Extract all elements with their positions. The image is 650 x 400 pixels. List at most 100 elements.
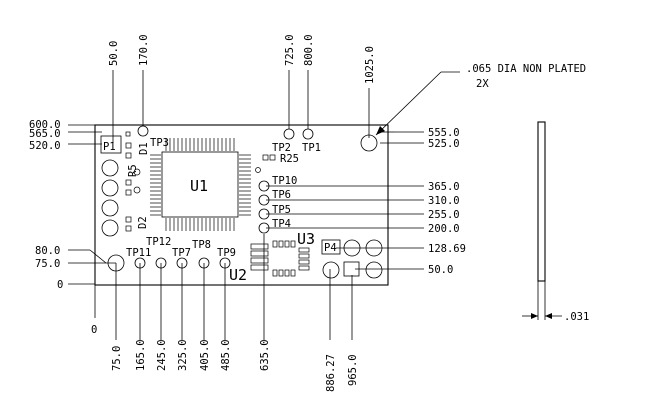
dim-bottom-165: 165.0 [135,339,147,371]
p1-pad [101,219,119,237]
u1-body [161,151,239,218]
dim-right-50: 50.0 [428,264,453,276]
tp2-label: TP2 [272,142,291,154]
tp8-label: TP8 [192,239,211,251]
r5-label: R5 [127,164,139,177]
p4-pad [365,239,383,257]
tp5-label: TP5 [272,204,291,216]
dim-right-310: 310.0 [428,195,460,207]
tp6-pad [258,194,270,206]
tp10-label: TP10 [272,175,297,187]
smd-pad [125,179,132,186]
dim-bottom-485: 485.0 [220,339,232,371]
via [133,168,141,176]
p1-pad [101,199,119,217]
dim-top-1025: 1025.0 [364,46,376,84]
tp11-pad [134,257,146,269]
smd-pad [125,189,132,196]
dim-right-128-69: 128.69 [428,243,466,255]
tp5-pad [258,208,270,220]
dim-bottom-405: 405.0 [199,339,211,371]
p4-pad [365,261,383,279]
tp8-pad [198,257,210,269]
d1-label: D1 [138,142,150,155]
top-dimension-lines [112,70,370,143]
smd-pad [262,154,269,161]
p1-pad [101,179,119,197]
tp1-label: TP1 [302,142,321,154]
board-side-view [537,121,546,282]
tp7-pad [176,257,188,269]
p1-box [100,135,122,154]
p4-pad [322,261,340,279]
dim-bottom-75: 75.0 [111,346,123,371]
u2-stack [250,243,269,271]
tp9-pad [219,257,231,269]
hole-mounting [360,134,378,152]
tp1-pad [302,128,314,140]
dim-bottom-325: 325.0 [177,339,189,371]
dim-left-520: 520.0 [29,140,61,152]
left-dimension-lines [68,124,116,318]
via [133,186,141,194]
dim-left-600: 600.0 [29,119,61,131]
u1-label: U1 [190,177,208,195]
p4-pad [343,239,361,257]
p1-pad [101,159,119,177]
smd-pad [125,216,132,223]
dim-bottom-245: 245.0 [156,339,168,371]
dim-left-80: 80.0 [35,245,60,257]
u3-pads-bottom [272,269,296,277]
dim-top-725: 725.0 [284,34,296,66]
smd-pad [125,131,131,137]
smd-pad [125,225,132,232]
via [255,167,261,173]
dim-bottom-965: 965.0 [347,354,359,386]
p4-pad-square [343,261,360,277]
dim-right-200: 200.0 [428,223,460,235]
tp3-label: TP3 [150,137,169,149]
smd-pad [125,142,132,149]
tp7-label: TP7 [172,247,191,259]
u3-label: U3 [297,230,315,248]
dim-bottom-886-27: 886.27 [325,354,337,392]
tp12-pad [155,257,167,269]
tp4-pad [258,222,270,234]
tp4-label: TP4 [272,218,291,230]
dim-left-75: 75.0 [35,258,60,270]
r25-label: R25 [280,153,299,165]
dim-right-555: 555.0 [428,127,460,139]
dim-right-255: 255.0 [428,209,460,221]
tp2-pad [283,128,295,140]
bottom-dimension-lines [115,234,353,340]
board-outline [94,124,389,286]
p4-box [321,239,341,255]
tp11-label: TP11 [126,247,151,259]
hole-note-qty: 2X [476,78,489,90]
p1-label: P1 [103,141,116,153]
dim-origin-0: 0 [91,324,97,336]
thickness-label: .031 [564,311,589,323]
tp9-label: TP9 [217,247,236,259]
thickness-dimension [522,281,562,320]
dim-bottom-635: 635.0 [259,339,271,371]
dim-top-50: 50.0 [108,41,120,66]
smd-pad [269,154,276,161]
d2-label: D2 [137,216,149,229]
dim-left-565: 565.0 [29,128,61,140]
tp10-pad [258,180,270,192]
u3-pads-top [272,240,296,248]
tp6-label: TP6 [272,189,291,201]
right-dimension-lines [266,131,424,270]
u1-pins [150,138,251,231]
u2-label: U2 [229,266,247,284]
tp12-label: TP12 [146,236,171,248]
hole-top-left [137,125,149,137]
hole-note-leader [375,71,460,136]
hole-bottom-left [107,254,125,272]
p4-label: P4 [324,242,337,254]
dim-top-800: 800.0 [303,34,315,66]
hole-note-text: .065 DIA NON PLATED [466,63,586,75]
smd-pad [125,152,132,159]
